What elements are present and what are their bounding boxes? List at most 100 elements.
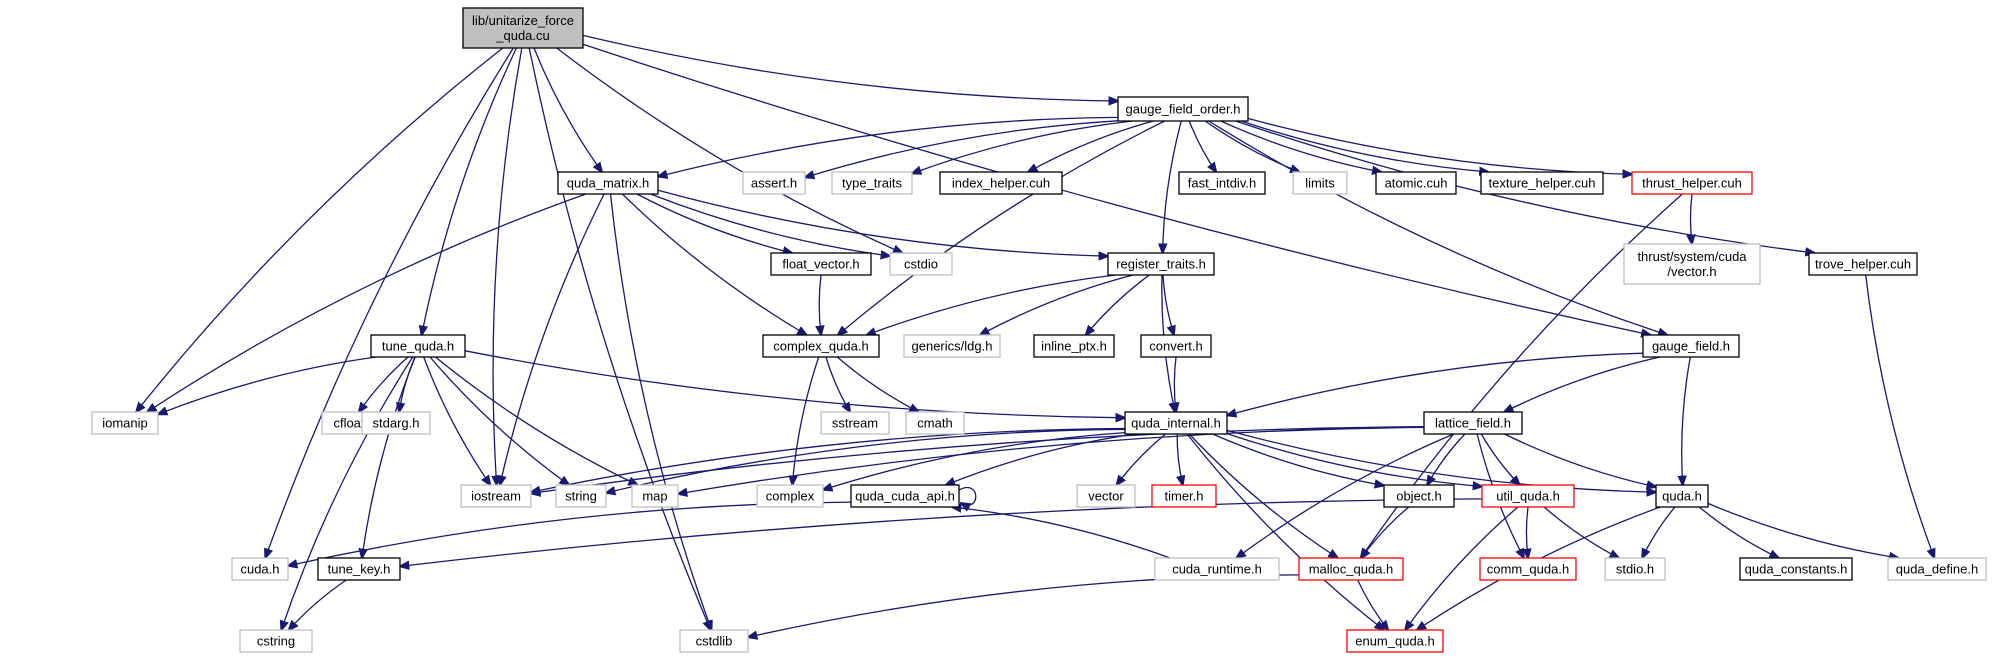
node-box-complex_quda[interactable] — [762, 334, 880, 358]
node-box-limits[interactable] — [1292, 171, 1348, 195]
node-vector[interactable]: vector — [1076, 484, 1136, 508]
node-trove_helper[interactable]: trove_helper.cuh — [1808, 252, 1918, 276]
node-util_quda[interactable]: util_quda.h — [1481, 484, 1575, 508]
node-box-trove_helper[interactable] — [1808, 252, 1918, 276]
node-stdarg[interactable]: stdarg.h — [361, 411, 431, 435]
node-lattice_field[interactable]: lattice_field.h — [1423, 411, 1523, 435]
node-box-generics_ldg[interactable] — [903, 334, 1001, 358]
node-box-cstdio[interactable] — [889, 252, 953, 276]
node-string[interactable]: string — [555, 484, 607, 508]
node-enum_quda[interactable]: enum_quda.h — [1346, 629, 1444, 653]
edge-lattice_field-to-object — [1427, 433, 1466, 485]
node-box-thrust_vector[interactable] — [1623, 243, 1761, 285]
node-quda_cuda_api[interactable]: quda_cuda_api.h — [850, 484, 960, 508]
node-box-cuda_runtime[interactable] — [1154, 557, 1280, 581]
node-box-cstring[interactable] — [239, 629, 313, 653]
node-quda_internal[interactable]: quda_internal.h — [1124, 411, 1228, 435]
node-box-inline_ptx[interactable] — [1033, 334, 1115, 358]
node-fast_intdiv[interactable]: fast_intdiv.h — [1178, 171, 1266, 195]
node-malloc_quda[interactable]: malloc_quda.h — [1298, 557, 1404, 581]
node-thrust_vector[interactable]: thrust/system/cuda/vector.h — [1623, 243, 1761, 285]
node-box-enum_quda[interactable] — [1346, 629, 1444, 653]
node-box-fast_intdiv[interactable] — [1178, 171, 1266, 195]
node-box-quda_constants[interactable] — [1739, 557, 1853, 581]
node-iostream[interactable]: iostream — [460, 484, 532, 508]
node-index_helper[interactable]: index_helper.cuh — [939, 171, 1063, 195]
node-box-thrust_helper[interactable] — [1631, 171, 1753, 195]
node-quda_constants[interactable]: quda_constants.h — [1739, 557, 1853, 581]
node-root[interactable]: lib/unitarize_force_quda.cu — [462, 7, 584, 49]
node-tune_key[interactable]: tune_key.h — [317, 557, 401, 581]
node-iomanip[interactable]: iomanip — [91, 411, 159, 435]
node-box-malloc_quda[interactable] — [1298, 557, 1404, 581]
node-cuda_runtime[interactable]: cuda_runtime.h — [1154, 557, 1280, 581]
node-cstring[interactable]: cstring — [239, 629, 313, 653]
node-box-float_vector[interactable] — [770, 252, 872, 276]
node-convert[interactable]: convert.h — [1140, 334, 1212, 358]
node-box-cstdlib[interactable] — [679, 629, 749, 653]
node-box-stdarg[interactable] — [361, 411, 431, 435]
node-box-gauge_field[interactable] — [1642, 334, 1740, 358]
node-thrust_helper[interactable]: thrust_helper.cuh — [1631, 171, 1753, 195]
node-box-map[interactable] — [631, 484, 679, 508]
node-box-util_quda[interactable] — [1481, 484, 1575, 508]
node-quda[interactable]: quda.h — [1655, 484, 1709, 508]
node-texture_helper[interactable]: texture_helper.cuh — [1480, 171, 1604, 195]
node-box-sstream[interactable] — [820, 411, 890, 435]
edge-object-to-malloc_quda — [1361, 506, 1410, 558]
node-box-quda_define[interactable] — [1887, 557, 1987, 581]
node-cstdio[interactable]: cstdio — [889, 252, 953, 276]
node-box-iomanip[interactable] — [91, 411, 159, 435]
node-sstream[interactable]: sstream — [820, 411, 890, 435]
node-box-complex[interactable] — [756, 484, 824, 508]
node-generics_ldg[interactable]: generics/ldg.h — [903, 334, 1001, 358]
node-inline_ptx[interactable]: inline_ptx.h — [1033, 334, 1115, 358]
node-box-type_traits[interactable] — [831, 171, 913, 195]
node-box-assert[interactable] — [742, 171, 806, 195]
node-quda_matrix[interactable]: quda_matrix.h — [557, 171, 659, 195]
node-box-lattice_field[interactable] — [1423, 411, 1523, 435]
node-cuda[interactable]: cuda.h — [231, 557, 289, 581]
node-box-register_traits[interactable] — [1107, 252, 1215, 276]
node-box-comm_quda[interactable] — [1479, 557, 1577, 581]
node-box-quda[interactable] — [1655, 484, 1709, 508]
node-box-quda_cuda_api[interactable] — [850, 484, 960, 508]
node-box-timer[interactable] — [1151, 484, 1217, 508]
node-box-cuda[interactable] — [231, 557, 289, 581]
node-atomic[interactable]: atomic.cuh — [1375, 171, 1457, 195]
node-complex[interactable]: complex — [756, 484, 824, 508]
node-object[interactable]: object.h — [1383, 484, 1455, 508]
node-box-stdio[interactable] — [1604, 557, 1666, 581]
node-timer[interactable]: timer.h — [1151, 484, 1217, 508]
node-cmath[interactable]: cmath — [905, 411, 965, 435]
node-gauge_field_order[interactable]: gauge_field_order.h — [1117, 96, 1249, 122]
node-complex_quda[interactable]: complex_quda.h — [762, 334, 880, 358]
node-register_traits[interactable]: register_traits.h — [1107, 252, 1215, 276]
node-box-tune_quda[interactable] — [370, 334, 466, 358]
node-box-gauge_field_order[interactable] — [1117, 96, 1249, 122]
node-box-cmath[interactable] — [905, 411, 965, 435]
node-limits[interactable]: limits — [1292, 171, 1348, 195]
node-box-texture_helper[interactable] — [1480, 171, 1604, 195]
node-quda_define[interactable]: quda_define.h — [1887, 557, 1987, 581]
node-box-convert[interactable] — [1140, 334, 1212, 358]
node-assert[interactable]: assert.h — [742, 171, 806, 195]
node-map[interactable]: map — [631, 484, 679, 508]
node-box-quda_internal[interactable] — [1124, 411, 1228, 435]
node-comm_quda[interactable]: comm_quda.h — [1479, 557, 1577, 581]
node-float_vector[interactable]: float_vector.h — [770, 252, 872, 276]
node-gauge_field[interactable]: gauge_field.h — [1642, 334, 1740, 358]
node-box-string[interactable] — [555, 484, 607, 508]
node-cstdlib[interactable]: cstdlib — [679, 629, 749, 653]
node-type_traits[interactable]: type_traits — [831, 171, 913, 195]
node-tune_quda[interactable]: tune_quda.h — [370, 334, 466, 358]
node-stdio[interactable]: stdio.h — [1604, 557, 1666, 581]
node-box-tune_key[interactable] — [317, 557, 401, 581]
node-box-root[interactable] — [462, 7, 584, 49]
node-box-quda_matrix[interactable] — [557, 171, 659, 195]
node-box-object[interactable] — [1383, 484, 1455, 508]
node-box-atomic[interactable] — [1375, 171, 1457, 195]
node-box-vector[interactable] — [1076, 484, 1136, 508]
node-box-index_helper[interactable] — [939, 171, 1063, 195]
node-box-iostream[interactable] — [460, 484, 532, 508]
